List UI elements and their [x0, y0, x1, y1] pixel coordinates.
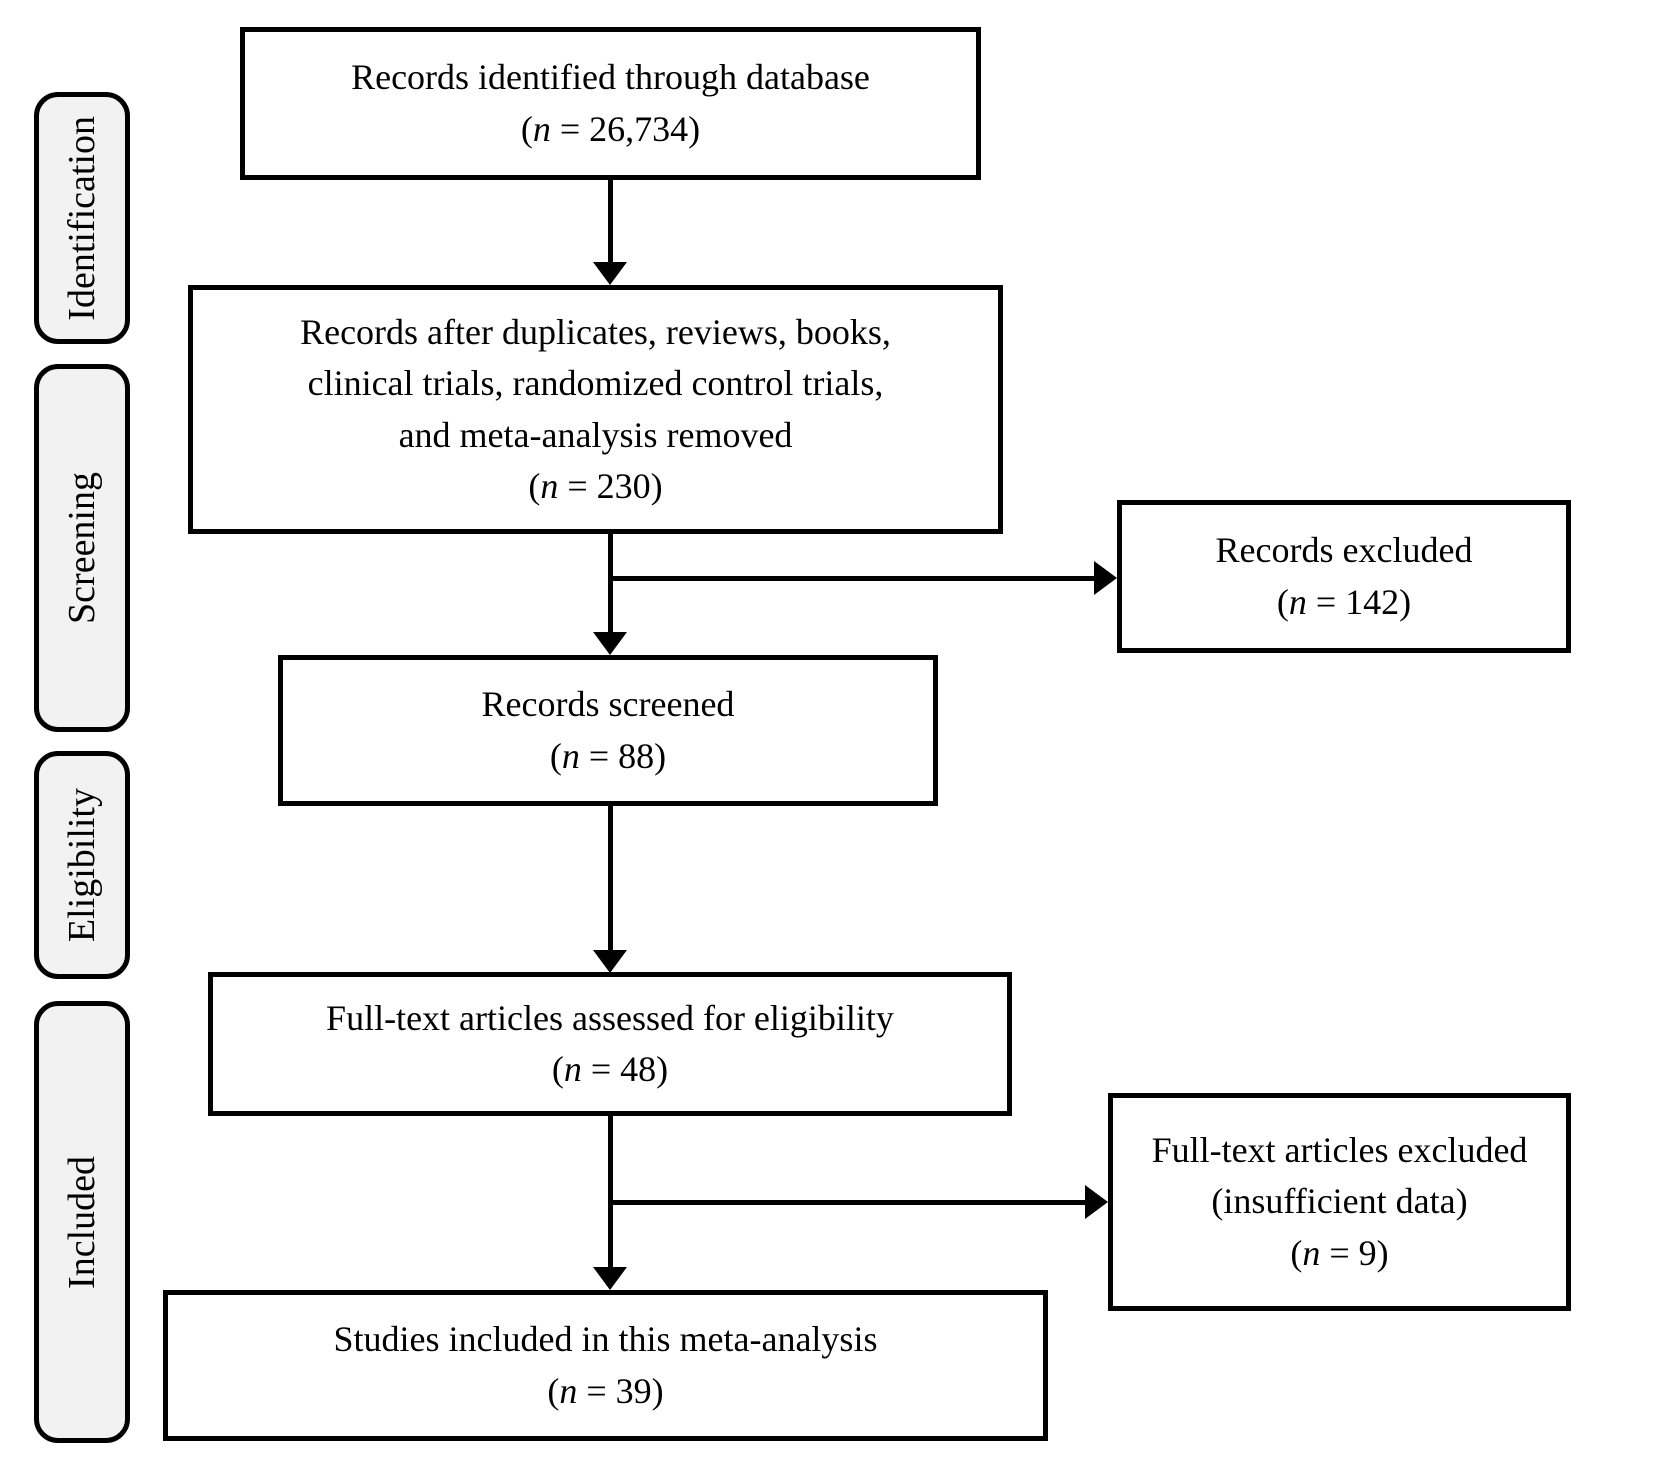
connector-branch-to-fulltext-excluded	[608, 1200, 1086, 1205]
box-text-line: Studies included in this meta-analysis	[333, 1319, 878, 1360]
arrowhead-right-icon	[1094, 561, 1117, 595]
box-text-line: (insufficient data)	[1211, 1181, 1468, 1222]
exclusion-box-records-excluded: Records excluded (n = 142)	[1117, 500, 1571, 653]
stage-box-identification: Identification	[34, 92, 130, 344]
flow-box-fulltext-assessed: Full-text articles assessed for eligibil…	[208, 972, 1012, 1116]
connector-duplicates-to-screened	[608, 533, 613, 633]
arrowhead-down-icon	[593, 950, 627, 973]
stage-box-screening: Screening	[34, 364, 130, 732]
stage-box-included: Included	[34, 1001, 130, 1443]
connector-identified-to-duplicates	[608, 180, 613, 264]
flow-box-records-screened: Records screened (n = 88)	[278, 655, 938, 806]
arrowhead-right-icon	[1085, 1185, 1108, 1219]
stage-label-included: Included	[61, 1155, 103, 1289]
box-text-line: Full-text articles excluded	[1151, 1130, 1528, 1171]
box-count-line: (n = 142)	[1276, 581, 1412, 622]
box-text-line: Records after duplicates, reviews, books…	[300, 312, 891, 353]
arrowhead-down-icon	[593, 632, 627, 655]
connector-branch-to-records-excluded	[608, 576, 1095, 581]
box-count-line: (n = 39)	[547, 1370, 664, 1411]
box-text-line: Full-text articles assessed for eligibil…	[326, 997, 894, 1038]
exclusion-box-fulltext-excluded: Full-text articles excluded (insufficien…	[1108, 1093, 1571, 1311]
box-count-line: (n = 9)	[1290, 1232, 1389, 1273]
flow-box-studies-included: Studies included in this meta-analysis (…	[163, 1290, 1048, 1441]
stage-label-eligibility: Eligibility	[61, 787, 103, 943]
box-text-line: Records screened	[481, 684, 735, 725]
box-text-line: Records identified through database	[351, 57, 870, 98]
arrowhead-down-icon	[593, 262, 627, 285]
box-text-line: clinical trials, randomized control tria…	[307, 363, 884, 404]
flow-box-records-identified: Records identified through database (n =…	[240, 27, 981, 180]
connector-screened-to-assessed	[608, 805, 613, 951]
arrowhead-down-icon	[593, 1267, 627, 1290]
box-count-line: (n = 88)	[549, 735, 667, 776]
stage-label-screening: Screening	[61, 472, 103, 624]
stage-box-eligibility: Eligibility	[34, 751, 130, 979]
box-text-line: Records excluded	[1215, 530, 1473, 571]
box-count-line: (n = 26,734)	[520, 108, 701, 149]
box-count-line: (n = 48)	[551, 1049, 669, 1089]
connector-assessed-to-included	[608, 1115, 613, 1268]
stage-label-identification: Identification	[61, 115, 103, 321]
flow-box-records-after-duplicates: Records after duplicates, reviews, books…	[188, 285, 1003, 534]
box-count-line: (n = 230)	[528, 465, 663, 506]
box-text-line: and meta-analysis removed	[398, 414, 793, 455]
